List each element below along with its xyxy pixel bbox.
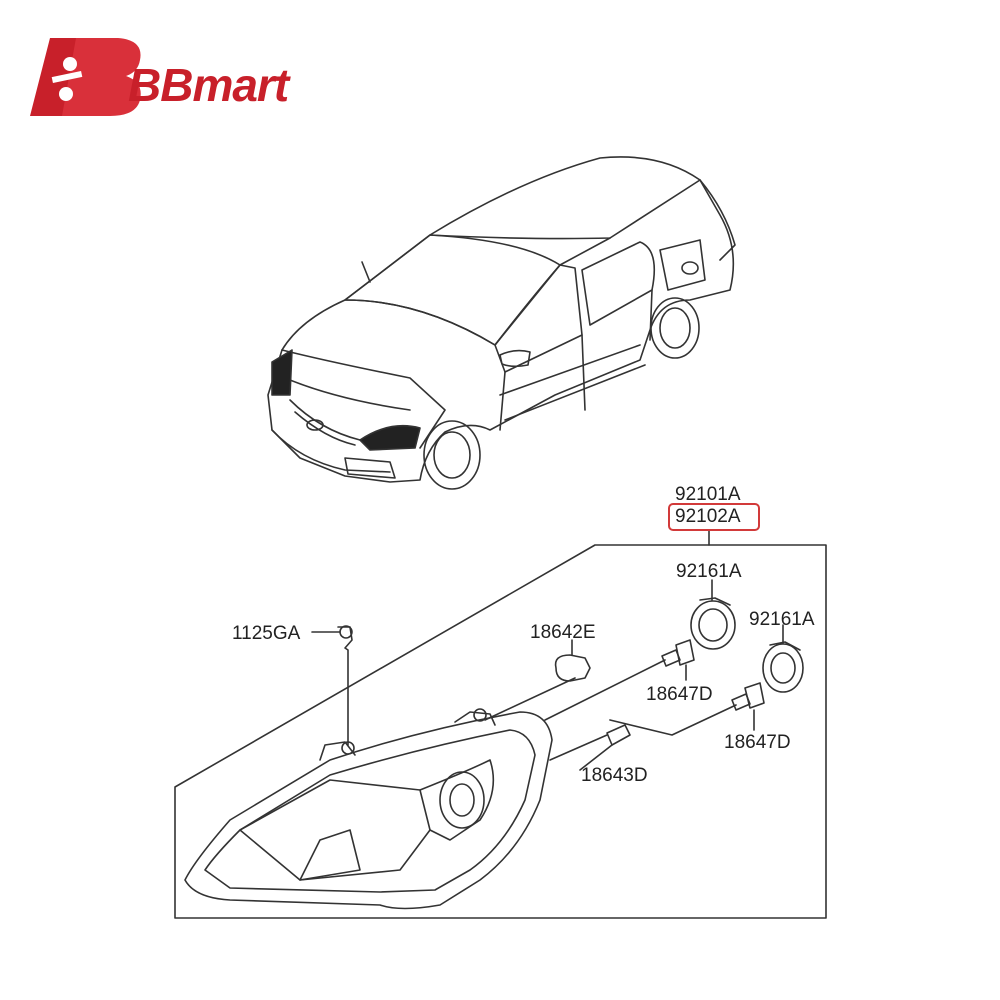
label-18647D-upper: 18647D <box>646 684 713 705</box>
highlight-box <box>668 503 760 531</box>
label-92101A: 92101A <box>675 484 741 505</box>
label-18643D: 18643D <box>581 765 648 786</box>
car-illustration <box>267 156 736 490</box>
screw-part <box>311 625 353 746</box>
cap-lower-part <box>762 624 804 693</box>
cap-upper-part <box>690 579 736 650</box>
label-18642E: 18642E <box>530 622 596 643</box>
label-18647D-lower: 18647D <box>724 732 791 753</box>
label-92161A-lower: 92161A <box>749 609 815 630</box>
callout-frame <box>174 544 827 919</box>
socket-lower-part <box>609 682 765 736</box>
bulb-position-part <box>549 724 631 771</box>
logo-mark-icon <box>30 38 141 116</box>
bulb-turn-part <box>484 639 591 721</box>
label-92102A: 92102A <box>675 506 741 527</box>
brand-name: BBmart <box>128 59 289 111</box>
socket-upper-part <box>544 639 695 721</box>
headlamp-assembly <box>184 708 553 910</box>
bbmart-logo <box>30 38 141 116</box>
label-92161A-upper: 92161A <box>676 561 742 582</box>
label-1125GA: 1125GA <box>232 623 301 644</box>
